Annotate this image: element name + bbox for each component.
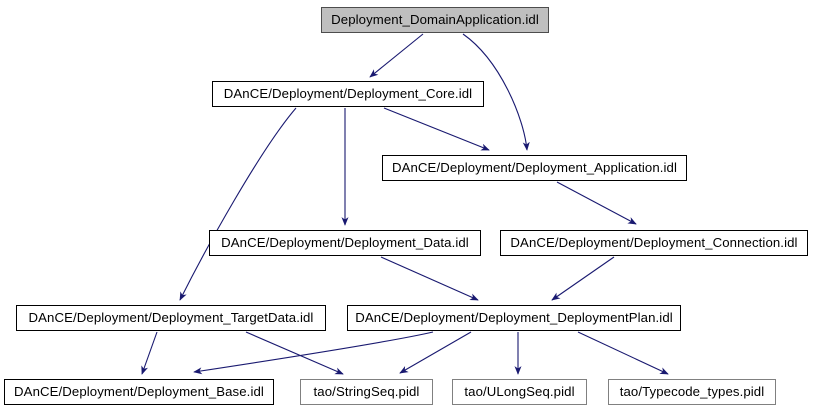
dependency-edge-app-to-connection [556, 181, 637, 225]
graph-node-label: tao/StringSeq.pidl [313, 384, 420, 400]
graph-node-base[interactable]: DAnCE/Deployment/Deployment_Base.idl [4, 379, 274, 405]
graph-node-label: Deployment_DomainApplication.idl [331, 12, 539, 28]
graph-node-stringseq[interactable]: tao/StringSeq.pidl [300, 379, 433, 405]
graph-node-label: DAnCE/Deployment/Deployment_DeploymentPl… [355, 310, 673, 326]
graph-node-domainapp[interactable]: Deployment_DomainApplication.idl [321, 7, 549, 33]
graph-node-label: DAnCE/Deployment/Deployment_Application.… [391, 160, 678, 176]
edge-group [141, 33, 669, 375]
dependency-edge-core-to-app [383, 107, 490, 151]
graph-node-plan[interactable]: DAnCE/Deployment/Deployment_DeploymentPl… [347, 305, 681, 331]
dependency-edge-plan-to-base [193, 331, 434, 375]
graph-node-ulongseq[interactable]: tao/ULongSeq.pidl [452, 379, 587, 405]
graph-node-targetdata[interactable]: DAnCE/Deployment/Deployment_TargetData.i… [16, 305, 326, 331]
dependency-edge-data-to-plan [380, 256, 479, 301]
graph-node-app[interactable]: DAnCE/Deployment/Deployment_Application.… [382, 155, 687, 181]
graph-node-label: DAnCE/Deployment/Deployment_Core.idl [223, 86, 473, 102]
graph-node-label: DAnCE/Deployment/Deployment_TargetData.i… [28, 310, 314, 326]
dependency-edge-targetdata-to-base [141, 331, 158, 375]
dependency-edge-targetdata-to-stringseq [245, 331, 344, 375]
graph-node-label: tao/ULongSeq.pidl [464, 384, 575, 400]
graph-node-label: DAnCE/Deployment/Deployment_Data.idl [221, 235, 469, 251]
dependency-edge-core-to-targetdata [179, 107, 297, 301]
dependency-edge-plan-to-typecode [577, 331, 669, 375]
graph-node-data[interactable]: DAnCE/Deployment/Deployment_Data.idl [209, 230, 481, 256]
graph-node-typecode[interactable]: tao/Typecode_types.pidl [608, 379, 776, 405]
graph-node-label: tao/Typecode_types.pidl [619, 384, 765, 400]
dependency-edge-plan-to-stringseq [399, 331, 472, 374]
dependency-edge-domainapp-to-core [369, 33, 424, 78]
dependency-edge-connection-to-plan [551, 256, 615, 301]
graph-node-core[interactable]: DAnCE/Deployment/Deployment_Core.idl [212, 81, 484, 107]
dependency-edge-domainapp-to-app [462, 33, 530, 151]
graph-node-label: DAnCE/Deployment/Deployment_Connection.i… [510, 235, 798, 251]
graph-node-label: DAnCE/Deployment/Deployment_Base.idl [14, 384, 264, 400]
graph-node-connection[interactable]: DAnCE/Deployment/Deployment_Connection.i… [500, 230, 808, 256]
